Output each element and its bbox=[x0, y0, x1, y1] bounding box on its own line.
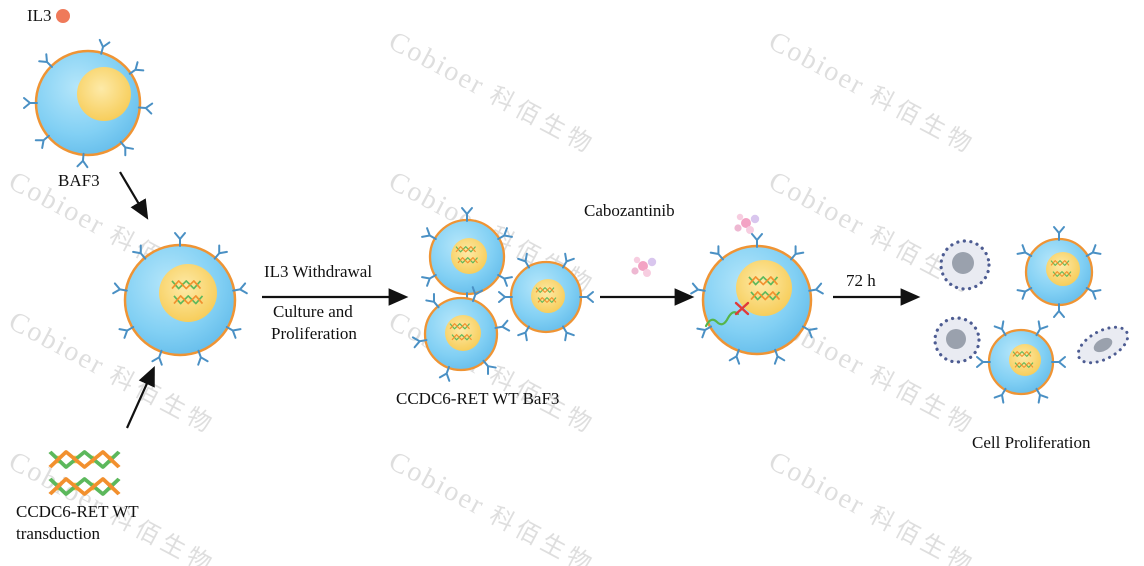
drug-molecule-icon bbox=[734, 213, 760, 234]
baf3-label: BAF3 bbox=[58, 171, 100, 190]
cell-nucleus bbox=[159, 264, 217, 322]
apoptotic-cell-3 bbox=[1076, 325, 1130, 365]
apoptotic-cell-1 bbox=[939, 239, 991, 291]
arrow-baf3-to-transduced bbox=[119, 171, 149, 220]
cell-nucleus bbox=[736, 260, 792, 316]
cell-nucleus bbox=[1093, 337, 1113, 353]
cell-nucleus bbox=[952, 252, 974, 274]
cell-nucleus bbox=[1009, 344, 1041, 376]
transduction-label-line1: CCDC6-RET WT bbox=[16, 502, 139, 521]
cluster-cell-3 bbox=[411, 286, 511, 382]
cell-nucleus bbox=[451, 238, 487, 274]
cluster-cell-1 bbox=[421, 207, 513, 307]
arrows bbox=[119, 171, 921, 429]
cluster-label: CCDC6-RET WT BaF3 bbox=[396, 389, 560, 408]
cluster-cell-2 bbox=[498, 252, 594, 342]
cell-nucleus bbox=[946, 329, 966, 349]
cluster-cells bbox=[411, 207, 594, 382]
blocked-x-icon bbox=[734, 301, 750, 316]
baf3-cell bbox=[23, 38, 154, 169]
cell-nucleus bbox=[531, 279, 565, 313]
drug-molecule-icon bbox=[631, 256, 657, 277]
culture-label-line1: Culture and bbox=[273, 302, 353, 321]
transduction-label-line2: transduction bbox=[16, 524, 101, 543]
arrow-dna-to-transduced bbox=[125, 365, 155, 429]
il3-label: IL3 bbox=[27, 6, 52, 25]
dna-transduction bbox=[50, 452, 119, 494]
cell-nucleus bbox=[77, 67, 131, 121]
transduced-cell bbox=[112, 232, 248, 366]
surviving-cell-1 bbox=[1016, 226, 1102, 318]
apoptotic-cell-2 bbox=[933, 316, 981, 364]
inhibited-signal bbox=[704, 301, 750, 328]
treated-cell bbox=[690, 233, 824, 365]
culture-label-line2: Proliferation bbox=[271, 324, 357, 343]
result-label: Cell Proliferation bbox=[972, 433, 1091, 452]
il3-withdrawal-label: IL3 Withdrawal bbox=[264, 262, 373, 281]
surviving-cell-2 bbox=[976, 320, 1066, 404]
cell-nucleus bbox=[445, 315, 481, 351]
cell-nucleus bbox=[1046, 252, 1080, 286]
duration-label: 72 h bbox=[846, 271, 876, 290]
drug-label: Cabozantinib bbox=[584, 201, 675, 220]
result-cells bbox=[933, 226, 1130, 404]
il3-dot-icon bbox=[56, 9, 70, 23]
